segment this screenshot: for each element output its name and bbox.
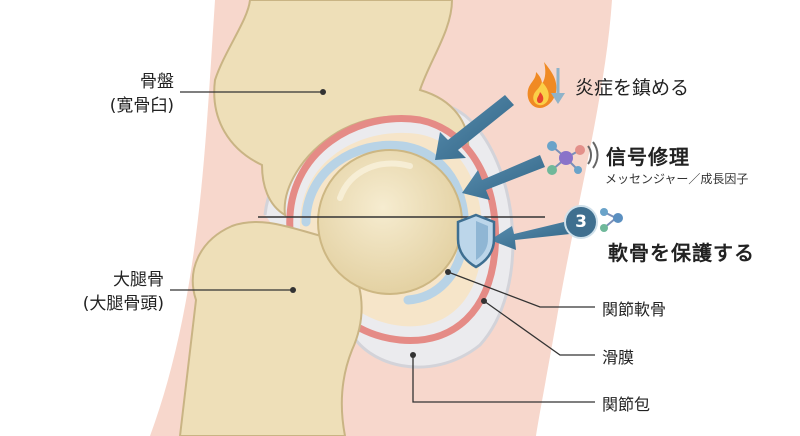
cartilage-label: 関節軟骨 [602, 300, 667, 319]
mechanism-signal-subtitle: メッセンジャー／成長因子 [605, 172, 749, 186]
pelvis-bone [213, 0, 470, 217]
leader-femur-dot [290, 287, 296, 293]
arrow-down-icon [551, 68, 565, 104]
arrow-protect [490, 221, 570, 250]
shield-icon [456, 213, 496, 269]
leader-cartilage [447, 271, 595, 308]
femoral-head-shading [337, 160, 413, 201]
arrow-signal [462, 155, 545, 200]
leader-pelvis-dot [320, 89, 326, 95]
femur-label-line1: 大腿骨 [113, 270, 164, 290]
flame-icon [527, 62, 557, 108]
mechanism-signal-title: 信号修理 [606, 145, 690, 169]
leader-synovium [483, 300, 595, 356]
synovium-layer [286, 115, 500, 344]
pelvis-label: 骨盤 (寛骨臼) [84, 70, 174, 118]
capsule-label: 関節包 [602, 395, 651, 414]
pelvis-label-line2: (寛骨臼) [109, 96, 174, 116]
femoral-head [317, 149, 463, 295]
cartilage-layer [301, 140, 469, 305]
leader-capsule [412, 355, 595, 403]
mechanism-protect-title: 軟骨を保護する [608, 241, 755, 265]
femur-label: 大腿骨 (大腿骨頭) [64, 268, 164, 316]
femur-label-line2: (大腿骨頭) [82, 294, 164, 314]
mechanism-inflammation-text: 炎症を鎮める [575, 77, 690, 99]
pelvis-label-line1: 骨盤 [140, 72, 174, 92]
leader-capsule-dot [410, 352, 416, 358]
leader-cartilage-dot [445, 269, 451, 275]
step-badge: 3 [564, 205, 598, 239]
synovium-label: 滑膜 [602, 348, 635, 367]
leader-synovium-dot [481, 298, 487, 304]
small-molecule-icon [600, 208, 623, 232]
molecule-signal-icon [547, 141, 599, 175]
arrow-inflammation [435, 95, 514, 160]
